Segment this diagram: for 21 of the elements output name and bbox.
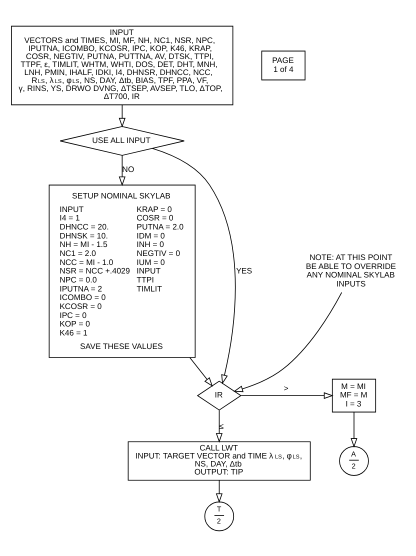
- arrow: [152, 147, 236, 384]
- arrow: [216, 409, 223, 442]
- edge-label: NO: [122, 164, 134, 174]
- arrow: [189, 356, 213, 386]
- arrow: [240, 392, 334, 398]
- node-circle: A 2: [339, 446, 369, 476]
- arrow: [233, 292, 342, 392]
- edge-label: ≤: [219, 421, 224, 430]
- arrow: [216, 479, 223, 502]
- node-diamond: USE ALL INPUT: [60, 126, 185, 156]
- edge-label: >: [284, 383, 288, 392]
- node-diamond: IR: [196, 380, 242, 410]
- arrow: [118, 154, 126, 186]
- node-box: SETUP NOMINAL SKYLAB INPUT I4 = 1 DHNCC = 20. DHNSK = 10. NH = MI - 1.5 NC1 = 2.0 NCC = MI - 1.0 NSR = NCC +.4029 NPC = 0.0 IPUTNA = 2 ICOMBO = 0 KCOSR = 0 IPC = 0 KOP = 0 K46 = 1 KRAP = 0 COSR = 0 PUTNA = 2.0 IDM = 0 INH = 0 NEGTIV = 0 IUM = 0 INPUT TTPI TIMLIT SAVE THESE VALUES: [48, 184, 196, 358]
- arrow: [118, 104, 126, 128]
- node-circle: T 2: [204, 501, 234, 531]
- edge-label: YES: [236, 266, 252, 275]
- node-box: M = MI MF = M I = 3: [332, 378, 376, 412]
- arrow: [350, 411, 358, 448]
- node-box: PAGE 1 of 4: [261, 50, 306, 80]
- node-text: NOTE: AT THIS POINT BE ABLE TO OVERRIDE ANY NOMINAL SKYLAB INPUTS: [306, 252, 396, 288]
